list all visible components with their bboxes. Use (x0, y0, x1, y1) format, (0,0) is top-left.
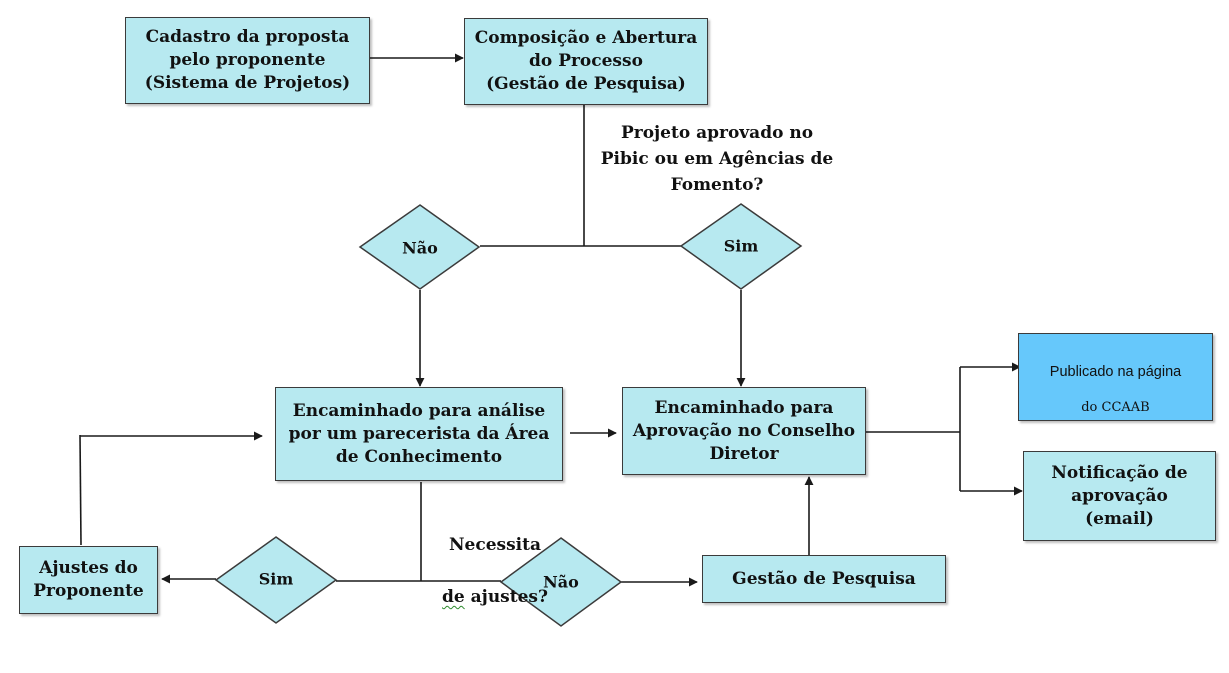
line-ajustes-up (79, 434, 82, 546)
note-projeto-aprovado: Projeto aprovado no Pibic ou em Agências… (600, 123, 834, 195)
necessita-line1: Necessita (449, 535, 541, 555)
box-publicado: Publicado na página do CCAAB (1018, 333, 1213, 421)
box-cadastro: Cadastro da proposta pelo proponente (Si… (125, 17, 370, 104)
publicado-line2: do CCAAB (1081, 400, 1150, 415)
decision-nao-top: Não (358, 204, 481, 290)
necessita-line2: de ajustes? (442, 587, 548, 607)
decision-sim-bottom: Sim (214, 536, 338, 624)
box-encaminhado-analise: Encaminhado para análise por um pareceri… (275, 387, 563, 481)
box-encaminhado-aprovacao: Encaminhado para Aprovação no Conselho D… (622, 387, 866, 475)
box-composicao: Composição e Abertura do Processo (Gestã… (464, 18, 708, 105)
box-ajustes: Ajustes do Proponente (19, 546, 158, 614)
decision-sim-top: Sim (679, 203, 803, 290)
publicado-line1: Publicado na página (1049, 364, 1182, 380)
box-gestao: Gestão de Pesquisa (702, 555, 946, 603)
box-notificacao: Notificação de aprovação (email) (1023, 451, 1216, 541)
decision-nao-bottom: Não (499, 537, 623, 627)
decision-label: Sim (259, 570, 294, 589)
decision-label: Não (543, 573, 579, 592)
note-necessita-ajustes: Necessita de ajustes? (430, 506, 560, 636)
decision-label: Sim (724, 237, 759, 256)
decision-label: Não (402, 239, 438, 258)
